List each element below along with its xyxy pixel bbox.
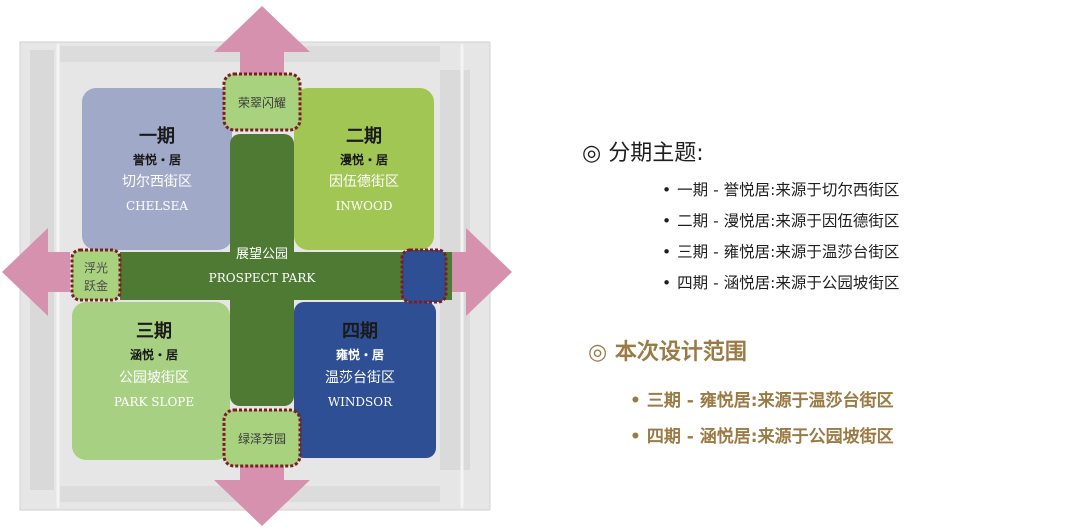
phase2-district-cn: 因伍德街区 [329, 174, 399, 190]
phase2-theme: 漫悦・居 [340, 152, 388, 167]
node-bottom [222, 408, 302, 468]
phase-themes-heading: ◎ 分期主题: [582, 141, 704, 166]
phase4-theme: 雍悦・居 [336, 347, 384, 362]
list-item: 三期 - 雍悦居:来源于温莎台街区 [630, 390, 894, 426]
phase1-title: 一期 [139, 126, 175, 147]
list-item: 二期 - 漫悦居:来源于因伍德街区 [662, 211, 899, 242]
arrow-left-icon [2, 228, 70, 316]
list-item: 四期 - 涵悦居:来源于公园坡街区 [630, 426, 894, 462]
design-scope-list: 三期 - 雍悦居:来源于温莎台街区 四期 - 涵悦居:来源于公园坡街区 [630, 390, 894, 462]
park-name-en: PROSPECT PARK [209, 271, 317, 285]
phase2-block [294, 88, 434, 250]
phase-themes-list: 一期 - 誉悦居:来源于切尔西街区 二期 - 漫悦居:来源于因伍德街区 三期 -… [662, 180, 899, 304]
node-bottom-label: 绿泽芳园 [238, 431, 286, 446]
node-left [70, 248, 122, 302]
list-item: 四期 - 涵悦居:来源于公园坡街区 [662, 273, 899, 304]
node-left-label-2: 跃金 [84, 278, 108, 293]
phase2-district-en: INWOOD [336, 199, 393, 213]
design-scope-heading: ◎ 本次设计范围 [588, 340, 747, 365]
phase4-district-cn: 温莎台街区 [325, 370, 395, 386]
arrow-up-icon [214, 6, 310, 76]
phase3-theme: 涵悦・居 [130, 347, 178, 362]
phase1-theme: 誉悦・居 [132, 152, 181, 167]
phase1-district-en: CHELSEA [126, 199, 188, 213]
phase2-title: 二期 [346, 126, 382, 147]
site-plan-diagram: 荣翠闪耀 绿泽芳园 浮光 跃金 展望公园 PROSPECT PARK 一期 誉悦… [2, 6, 512, 526]
phase3-block [72, 302, 230, 460]
phase3-title: 三期 [136, 321, 172, 342]
node-top [222, 72, 302, 132]
list-item: 一期 - 誉悦居:来源于切尔西街区 [662, 180, 899, 211]
arrow-right-icon [446, 228, 512, 316]
node-left-label-1: 浮光 [84, 261, 108, 275]
phase4-block [294, 302, 436, 458]
phase4-title: 四期 [342, 321, 378, 342]
park-name-cn: 展望公园 [236, 246, 288, 262]
phase1-district-cn: 切尔西街区 [122, 174, 192, 190]
phase3-district-en: PARK SLOPE [114, 395, 194, 409]
node-top-label: 荣翠闪耀 [238, 96, 286, 110]
phase4-district-en: WINDSOR [328, 395, 393, 409]
arrow-down-icon [214, 456, 310, 526]
phase3-district-cn: 公园坡街区 [119, 370, 189, 386]
phase1-block [82, 88, 232, 250]
park-horizontal [120, 252, 452, 300]
list-item: 三期 - 雍悦居:来源于温莎台街区 [662, 242, 899, 273]
node-right [400, 248, 448, 304]
